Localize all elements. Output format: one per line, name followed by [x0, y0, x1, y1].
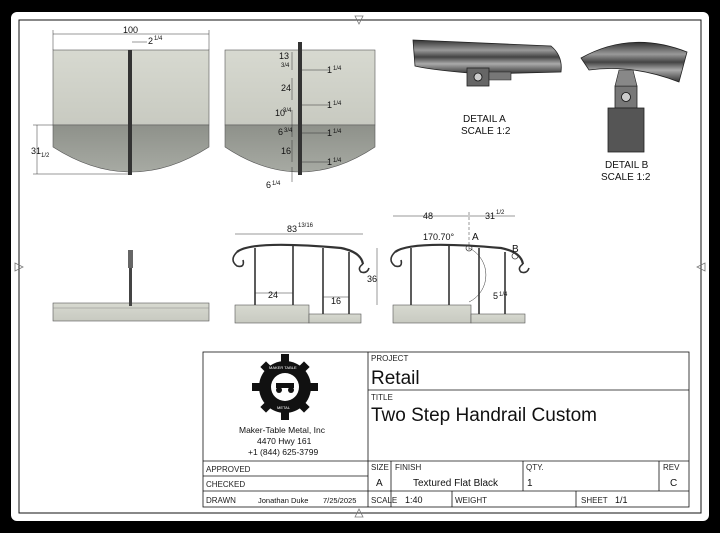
- detail-b-scale: SCALE 1:2: [601, 172, 651, 183]
- project-name: Retail: [371, 368, 420, 389]
- sheet-label: SHEET: [581, 496, 608, 505]
- approved-label: APPROVED: [206, 465, 251, 474]
- qty-label: QTY.: [526, 463, 544, 472]
- company-logo: [252, 354, 318, 420]
- title-label: TITLE: [371, 393, 393, 402]
- dim-left-height-frac: 1/2: [41, 153, 50, 159]
- dim-side-24: 24: [281, 83, 291, 93]
- scale-label: SCALE: [371, 496, 397, 505]
- detail-b-title: DETAIL B: [605, 160, 649, 171]
- detail-a-title: DETAIL A: [463, 114, 506, 125]
- checked-label: CHECKED: [206, 480, 245, 489]
- scale-value: 1:40: [405, 495, 423, 505]
- edge-markers: [14, 15, 706, 518]
- logo-text-top: MAKER TABLE: [269, 365, 297, 370]
- company-name: Maker-Table Metal, Inc: [239, 425, 326, 435]
- drawn-label: DRAWN: [206, 496, 236, 505]
- dim-side-13-frac: 3/4: [281, 63, 290, 69]
- dim-elev-36: 36: [367, 274, 377, 284]
- dim-side-13: 13: [279, 51, 289, 61]
- dim-elev-angle: 170.70°: [423, 232, 455, 242]
- dim-elev-48: 48: [423, 211, 433, 221]
- dim-elev-83-frac: 13/16: [298, 223, 314, 229]
- label-detail-b-callout: B: [512, 244, 519, 255]
- dim-elev-31-frac: 1/2: [496, 210, 505, 216]
- rev-label: REV: [663, 463, 680, 472]
- drawing-title: Two Step Handrail Custom: [371, 405, 597, 426]
- dim-side-10: 10: [275, 108, 285, 118]
- rev-value: C: [670, 478, 677, 489]
- dim-side-6b-frac: 1/4: [272, 181, 281, 187]
- elevation-view-2: [376, 212, 530, 324]
- dim-elev-5: 5: [493, 291, 498, 301]
- drawing-sheet: 100 2 1/4 31 1/2 13 3/4 24 10 3/4 6 3/4 …: [11, 12, 709, 521]
- dim-elev-31: 31: [485, 211, 495, 221]
- finish-label: FINISH: [395, 463, 421, 472]
- dim-side-16: 16: [281, 146, 291, 156]
- dim-side-q4-frac: 1/4: [333, 158, 342, 164]
- sheet-border: [18, 19, 702, 514]
- dim-elev-83: 83: [287, 224, 297, 234]
- dim-left-height: 31: [31, 146, 41, 156]
- dim-side-q3: 1: [327, 128, 332, 138]
- qty-value: 1: [527, 478, 533, 489]
- dim-top-post: 2: [148, 36, 153, 46]
- side-view: [224, 42, 376, 182]
- title-block: [202, 351, 690, 508]
- dim-elev-16: 16: [331, 296, 341, 306]
- dim-elev-24: 24: [268, 290, 278, 300]
- dim-side-6b: 6: [266, 180, 271, 190]
- dim-top-post-frac: 1/4: [154, 36, 163, 42]
- dim-side-q2-frac: 1/4: [333, 101, 342, 107]
- dim-side-q4: 1: [327, 157, 332, 167]
- sheet-value: 1/1: [615, 495, 628, 505]
- front-view: [33, 30, 210, 175]
- dim-elev-5-frac: 1/4: [499, 292, 508, 298]
- dim-side-q1-frac: 1/4: [333, 66, 342, 72]
- company-address: 4470 Hwy 161: [257, 436, 312, 446]
- end-view: [52, 250, 210, 322]
- company-phone: +1 (844) 625-3799: [248, 447, 318, 457]
- detail-a-graphic: [412, 39, 562, 87]
- dim-side-6-frac: 3/4: [284, 128, 293, 134]
- drawn-by: Jonathan Duke: [258, 496, 308, 505]
- logo-text-bottom: METAL: [277, 405, 291, 410]
- dim-top-width: 100: [123, 25, 138, 35]
- finish-value: Textured Flat Black: [413, 478, 499, 489]
- dim-side-q1: 1: [327, 65, 332, 75]
- dim-side-q2: 1: [327, 100, 332, 110]
- detail-a-scale: SCALE 1:2: [461, 126, 511, 137]
- detail-b-graphic: [580, 41, 688, 153]
- weight-label: WEIGHT: [455, 496, 487, 505]
- size-value: A: [376, 478, 383, 489]
- label-detail-a-callout: A: [472, 232, 479, 243]
- project-label: PROJECT: [371, 354, 408, 363]
- drawn-date: 7/25/2025: [323, 496, 356, 505]
- dim-side-6: 6: [278, 127, 283, 137]
- size-label: SIZE: [371, 463, 389, 472]
- elevation-view-1: [232, 233, 370, 324]
- dim-side-10-frac: 3/4: [283, 108, 292, 114]
- drawing-canvas: 100 2 1/4 31 1/2 13 3/4 24 10 3/4 6 3/4 …: [14, 15, 706, 518]
- dim-side-q3-frac: 1/4: [333, 129, 342, 135]
